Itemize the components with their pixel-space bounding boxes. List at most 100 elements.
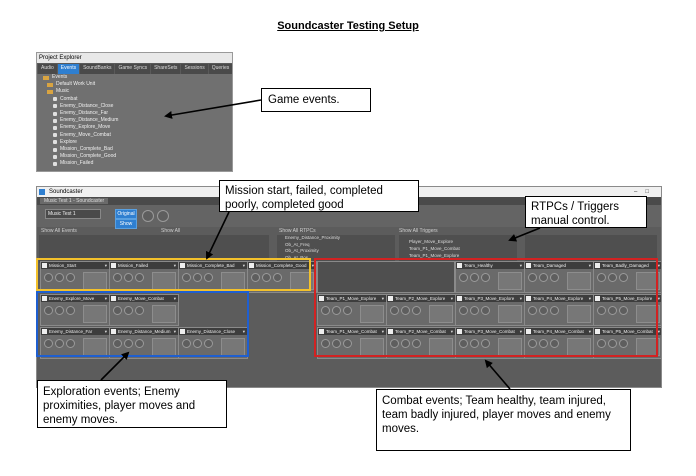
stop-icon[interactable] <box>608 273 617 282</box>
event-tile[interactable]: Team_P1_Move_Combat▾ <box>317 327 387 359</box>
event-tile[interactable]: Enemy_Explore_Move▾ <box>40 294 110 326</box>
pause-icon[interactable] <box>550 273 559 282</box>
event-tile[interactable]: Enemy_Distance_Medium▾ <box>109 327 179 359</box>
play-icon[interactable] <box>182 273 191 282</box>
dropdown-icon[interactable]: ▾ <box>588 263 591 268</box>
dropdown-icon[interactable]: ▾ <box>381 329 384 334</box>
stop-icon[interactable] <box>539 339 548 348</box>
event-tile[interactable]: Mission_Complete_Good▾ <box>247 261 317 293</box>
stop-icon[interactable] <box>401 306 410 315</box>
stop-icon[interactable] <box>193 273 202 282</box>
pause-icon[interactable] <box>412 306 421 315</box>
pause-icon[interactable] <box>619 273 628 282</box>
pause-icon[interactable] <box>619 306 628 315</box>
tab-sharesets[interactable]: ShareSets <box>151 64 181 74</box>
event-tile[interactable]: Team_P5_Move_Explore▾ <box>593 294 661 326</box>
play-icon[interactable] <box>390 306 399 315</box>
stop-icon[interactable] <box>539 306 548 315</box>
pause-icon[interactable] <box>204 273 213 282</box>
dropdown-icon[interactable]: ▾ <box>104 329 107 334</box>
dropdown-icon[interactable]: ▾ <box>173 263 176 268</box>
tree-item[interactable]: Enemy_Distance_Medium <box>39 117 232 124</box>
dropdown-icon[interactable]: ▾ <box>519 263 522 268</box>
dropdown-icon[interactable]: ▾ <box>381 296 384 301</box>
window-controls[interactable]: –□ <box>634 189 657 195</box>
stop-icon[interactable] <box>470 306 479 315</box>
stop-icon[interactable] <box>401 339 410 348</box>
tab-audio[interactable]: Audio <box>38 64 57 74</box>
tree-item[interactable]: Combat <box>39 96 232 103</box>
event-tile[interactable]: Team_Damaged▾ <box>524 261 594 293</box>
tree-root-events[interactable]: Events <box>39 74 232 81</box>
dropdown-icon[interactable]: ▾ <box>104 296 107 301</box>
dropdown-icon[interactable]: ▾ <box>311 263 314 268</box>
play-icon[interactable] <box>251 273 260 282</box>
event-tile[interactable]: Team_Badly_Damaged▾ <box>593 261 661 293</box>
stop-icon[interactable] <box>124 273 133 282</box>
play-icon[interactable] <box>459 273 468 282</box>
tree-item[interactable]: Enemy_Distance_Close <box>39 103 232 110</box>
pause-icon[interactable] <box>135 306 144 315</box>
pause-icon[interactable] <box>481 306 490 315</box>
play-icon[interactable] <box>113 339 122 348</box>
play-icon[interactable] <box>459 339 468 348</box>
pause-icon[interactable] <box>66 306 75 315</box>
session-select[interactable]: Music Test 1 <box>45 209 101 219</box>
trigger-item[interactable]: Team_P1_Move_Combat <box>409 246 460 251</box>
dropdown-icon[interactable]: ▾ <box>242 329 245 334</box>
play-icon[interactable] <box>44 273 53 282</box>
rtpc-item[interactable]: Ob_At_Pos <box>285 254 309 260</box>
pause-icon[interactable] <box>66 339 75 348</box>
rtpc-item[interactable]: Ob_At_Proximity <box>285 248 319 253</box>
stop-icon[interactable] <box>470 339 479 348</box>
stop-icon[interactable] <box>124 339 133 348</box>
pause-icon[interactable] <box>343 339 352 348</box>
event-tile[interactable]: Enemy_Move_Combat▾ <box>109 294 179 326</box>
show-button[interactable]: Show <box>115 219 137 229</box>
stop-icon[interactable] <box>539 273 548 282</box>
trigger-item[interactable]: Player_Move_Explore <box>409 239 454 244</box>
event-tile[interactable]: Team_P5_Move_Combat▾ <box>593 327 661 359</box>
dropdown-icon[interactable]: ▾ <box>519 296 522 301</box>
play-icon[interactable] <box>113 273 122 282</box>
event-tile[interactable]: Enemy_Distance_Close▾ <box>178 327 248 359</box>
soundcaster-tab[interactable]: Music Test 1 - Soundcaster <box>40 198 109 204</box>
tree-item[interactable]: Mission_Complete_Bad <box>39 146 232 153</box>
play-icon[interactable] <box>459 306 468 315</box>
event-tile[interactable]: Enemy_Distance_Far▾ <box>40 327 110 359</box>
stop-circle-icon[interactable] <box>157 210 169 222</box>
pause-icon[interactable] <box>412 339 421 348</box>
tab-sessions[interactable]: Sessions <box>181 64 208 74</box>
play-icon[interactable] <box>597 306 606 315</box>
pause-icon[interactable] <box>481 339 490 348</box>
play-icon[interactable] <box>44 339 53 348</box>
event-tile[interactable]: Team_P3_Move_Explore▾ <box>455 294 525 326</box>
stop-icon[interactable] <box>55 339 64 348</box>
dropdown-icon[interactable]: ▾ <box>104 263 107 268</box>
pause-icon[interactable] <box>619 339 628 348</box>
play-icon[interactable] <box>321 306 330 315</box>
play-icon[interactable] <box>182 339 191 348</box>
dropdown-icon[interactable]: ▾ <box>173 329 176 334</box>
rtpc-item[interactable]: Enemy_Distance_Proximity <box>285 235 341 240</box>
pause-icon[interactable] <box>550 339 559 348</box>
pause-icon[interactable] <box>66 273 75 282</box>
event-tile[interactable]: Team_P2_Move_Explore▾ <box>386 294 456 326</box>
stop-icon[interactable] <box>608 306 617 315</box>
tree-item[interactable]: Mission_Failed <box>39 160 232 167</box>
tree-item[interactable]: Music <box>39 88 232 95</box>
event-tile[interactable]: Team_P4_Move_Explore▾ <box>524 294 594 326</box>
tab-events[interactable]: Events <box>57 64 80 74</box>
tab-queries[interactable]: Queries <box>208 64 232 74</box>
play-circle-icon[interactable] <box>142 210 154 222</box>
event-tile[interactable]: Mission_Start▾ <box>40 261 110 293</box>
stop-icon[interactable] <box>55 306 64 315</box>
stop-icon[interactable] <box>262 273 271 282</box>
stop-icon[interactable] <box>193 339 202 348</box>
pause-icon[interactable] <box>550 306 559 315</box>
dropdown-icon[interactable]: ▾ <box>657 296 660 301</box>
event-tile[interactable]: Team_P1_Move_Explore▾ <box>317 294 387 326</box>
tree-item[interactable]: Enemy_Explore_Move <box>39 124 232 131</box>
dropdown-icon[interactable]: ▾ <box>657 329 660 334</box>
dropdown-icon[interactable]: ▾ <box>519 329 522 334</box>
